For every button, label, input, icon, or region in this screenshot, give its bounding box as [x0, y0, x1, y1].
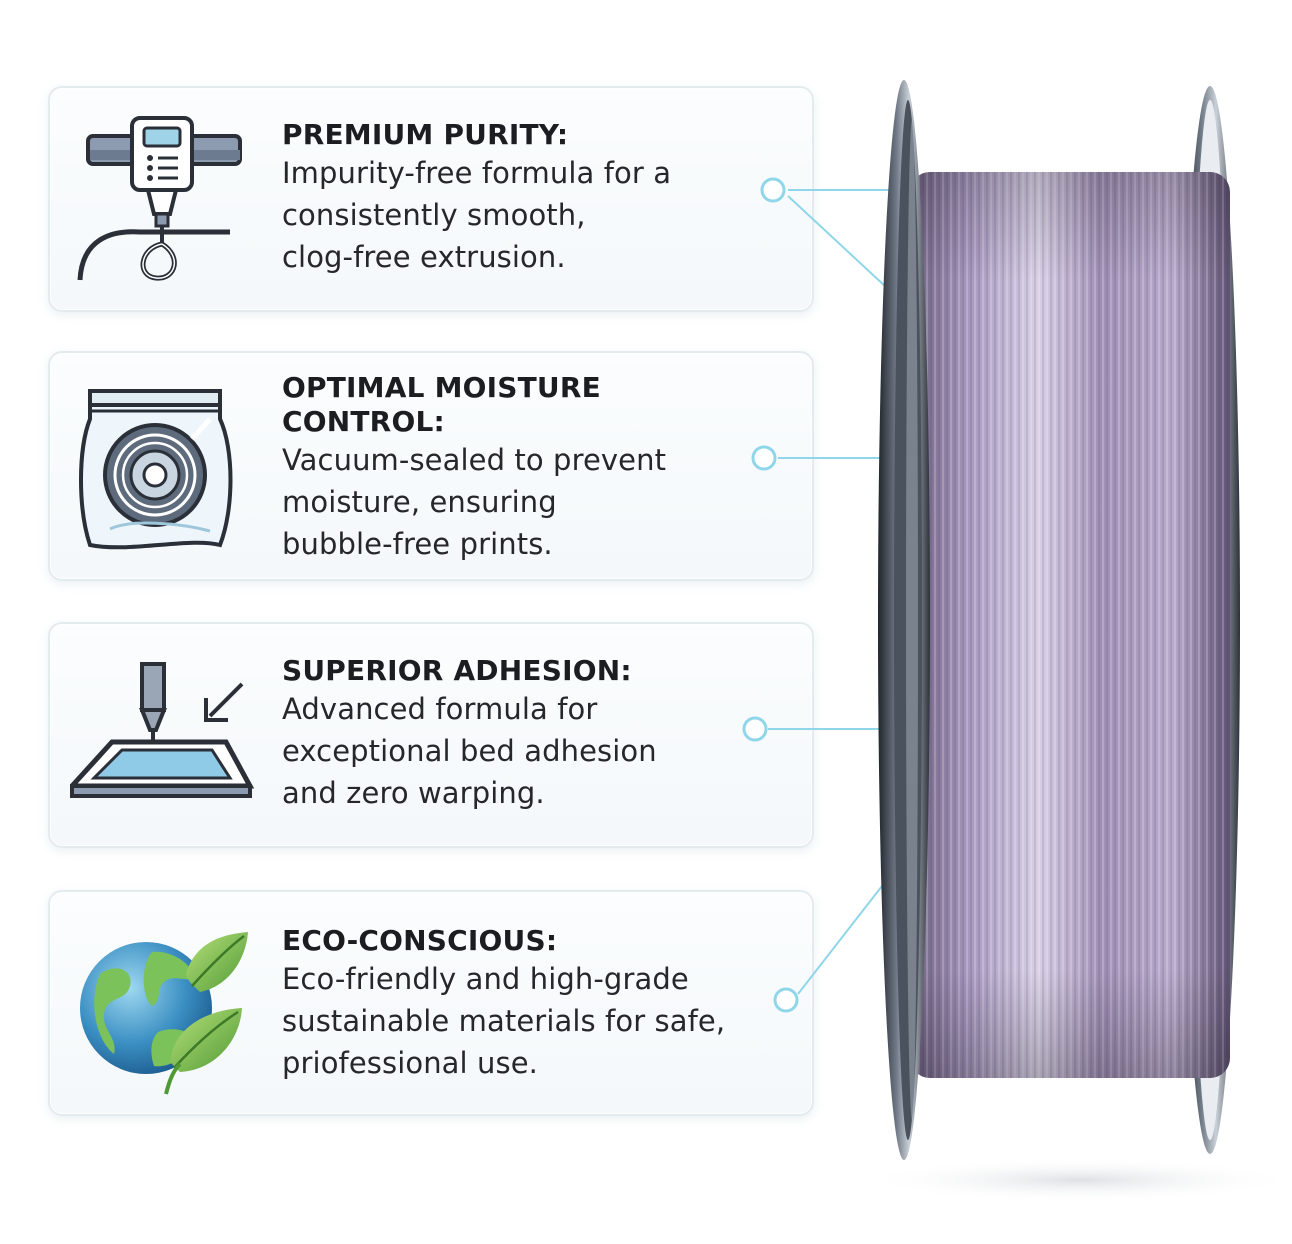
feature-title: SUPERIOR ADHESION:: [282, 654, 632, 687]
feature-card-moisture-control: OPTIMAL MOISTURE CONTROL: Vacuum-sealed …: [48, 351, 814, 581]
feature-card-premium-purity: PREMIUM PURITY: Impurity-free formula fo…: [48, 86, 814, 312]
feature-card-superior-adhesion: SUPERIOR ADHESION: Advanced formula for …: [48, 622, 814, 848]
feature-description: Advanced formula for exceptional bed adh…: [282, 692, 657, 810]
feature-description: Eco-friendly and high-grade sustainable …: [282, 962, 726, 1080]
feature-title: PREMIUM PURITY:: [282, 118, 569, 151]
feature-card-eco-conscious: ECO-CONSCIOUS: Eco-friendly and high-gra…: [48, 890, 814, 1116]
print-bed-adhesion-icon: [66, 658, 260, 812]
extruder-nozzle-icon: [70, 110, 250, 294]
feature-title: OPTIMAL MOISTURE CONTROL:: [282, 371, 601, 438]
feature-description: Vacuum-sealed to prevent moisture, ensur…: [282, 443, 667, 561]
vacuum-sealed-spool-icon: [70, 379, 240, 563]
feature-title: ECO-CONSCIOUS:: [282, 924, 558, 957]
feature-description: Impurity-free formula for a consistently…: [282, 156, 672, 274]
globe-leaves-icon: [70, 922, 260, 1106]
filament-spool-image: [860, 80, 1292, 1204]
